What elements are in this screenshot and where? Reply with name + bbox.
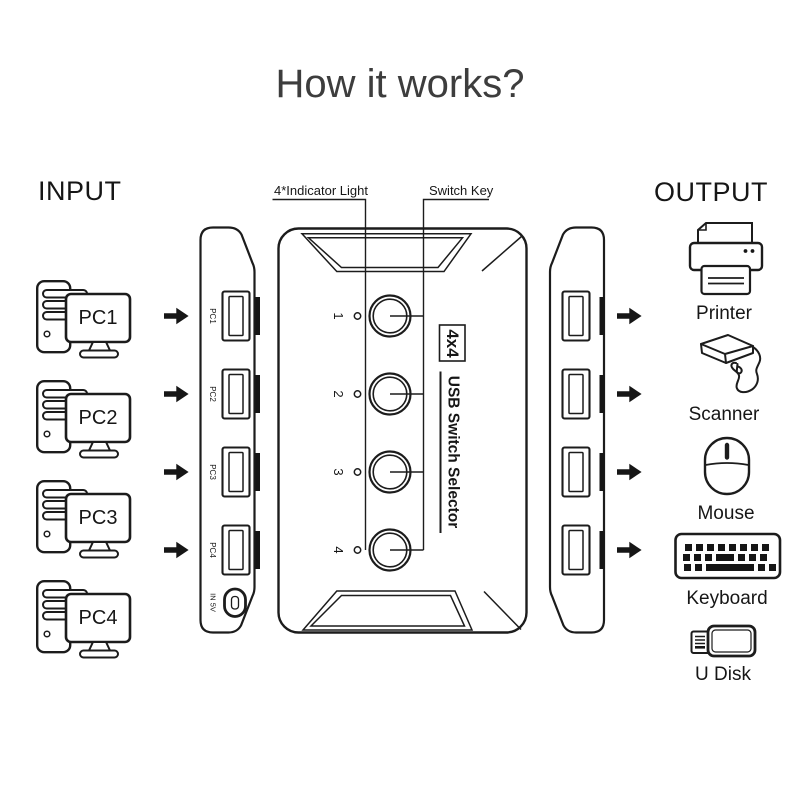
top-grip [300, 233, 522, 273]
output-arrow-3-icon [617, 463, 642, 481]
keyboard-keys [683, 544, 776, 571]
printer-label: Printer [696, 303, 753, 324]
output-arrow-2-icon [617, 385, 642, 403]
pc1-label: PC1 [79, 307, 118, 329]
input-arrow-4-icon [164, 541, 189, 559]
output-port-marks [599, 297, 605, 569]
usb-port-out1 [561, 290, 591, 342]
power-port-label: IN 5V [209, 593, 218, 612]
page-title: How it works? [276, 62, 525, 106]
mouse-icon [703, 436, 751, 496]
indicator-light-3 [353, 468, 362, 476]
output-heading: OUTPUT [654, 177, 768, 207]
input-arrow-3-icon [164, 463, 189, 481]
usb-port-out3 [561, 446, 591, 498]
switch-button-row-4: 4 [331, 528, 424, 572]
flow-arrows [164, 307, 642, 559]
output-side-panel [548, 226, 606, 634]
switch-body [277, 227, 528, 634]
switch-button-row-2: 2 [331, 372, 424, 416]
switch-key-callout-label: Switch Key [429, 183, 494, 198]
indicator-light-4 [353, 546, 362, 554]
button-number-1: 1 [331, 312, 346, 319]
power-port [223, 587, 247, 618]
usb-port-pc4 [221, 524, 251, 576]
output-arrow-1-icon [617, 307, 642, 325]
usb-port-pc2 [221, 368, 251, 420]
input-computers: PC1 PC2 PC3 PC4 [35, 279, 132, 659]
pc3-label: PC3 [79, 507, 118, 529]
pc2-label: PC2 [79, 407, 118, 429]
printer-icon [688, 222, 764, 296]
usb-drive-label: U Disk [695, 664, 751, 685]
switch-button-1 [368, 294, 412, 338]
port-label-pc1: PC1 [208, 308, 217, 324]
input-arrow-2-icon [164, 385, 189, 403]
scanner-label: Scanner [689, 404, 760, 425]
pc4-label: PC4 [79, 607, 118, 629]
switch-button-4 [368, 528, 412, 572]
model-badge-box [438, 324, 466, 362]
input-arrow-1-icon [164, 307, 189, 325]
mouse-label: Mouse [697, 503, 754, 524]
indicator-light-2 [353, 390, 362, 398]
keyboard-label: Keyboard [686, 588, 767, 609]
usb-port-pc3 [221, 446, 251, 498]
keyboard-icon [674, 532, 782, 580]
switch-top-view: 1 2 3 4 4x4 USB Switch Selector [277, 227, 528, 634]
input-heading: INPUT [38, 176, 122, 206]
switch-button-2 [368, 372, 412, 416]
switch-button-row-3: 3 [331, 450, 424, 494]
port-label-pc3: PC3 [208, 464, 217, 480]
output-devices: Printer Scanner Mouse [674, 222, 782, 685]
input-port-marks [255, 297, 260, 569]
switch-key-callout-line [422, 198, 489, 550]
output-panel-outline [548, 226, 606, 634]
usb-port-out2 [561, 368, 591, 420]
port-label-pc2: PC2 [208, 386, 217, 402]
switch-button-1-inner [372, 298, 408, 334]
usb-port-pc1 [221, 290, 251, 342]
switch-button-3 [368, 450, 412, 494]
power-port-pin [230, 595, 240, 610]
bottom-grip [301, 590, 522, 631]
switch-button-2-inner [372, 376, 408, 412]
product-name: USB Switch Selector [444, 376, 461, 528]
button-number-3: 3 [331, 468, 346, 475]
indicator-light-callout-line [272, 198, 367, 550]
usb-port-out4 [561, 524, 591, 576]
input-panel-outline [199, 226, 256, 634]
switch-button-4-inner [372, 532, 408, 568]
usb-drive-icon [690, 624, 757, 658]
switch-button-3-inner [372, 454, 408, 490]
button-number-4: 4 [331, 546, 346, 553]
input-side-panel: PC1 PC2 PC3 PC4 IN 5V [199, 226, 260, 634]
port-label-pc4: PC4 [208, 542, 217, 558]
model-label: 4x4 [443, 329, 462, 358]
button-number-2: 2 [331, 390, 346, 397]
switch-button-row-1: 1 [331, 294, 424, 338]
indicator-light-callout-label: 4*Indicator Light [274, 183, 368, 198]
callouts: 4*Indicator Light Switch Key [272, 183, 494, 550]
scanner-icon [700, 334, 762, 394]
indicator-light-1 [353, 312, 362, 320]
output-arrow-4-icon [617, 541, 642, 559]
